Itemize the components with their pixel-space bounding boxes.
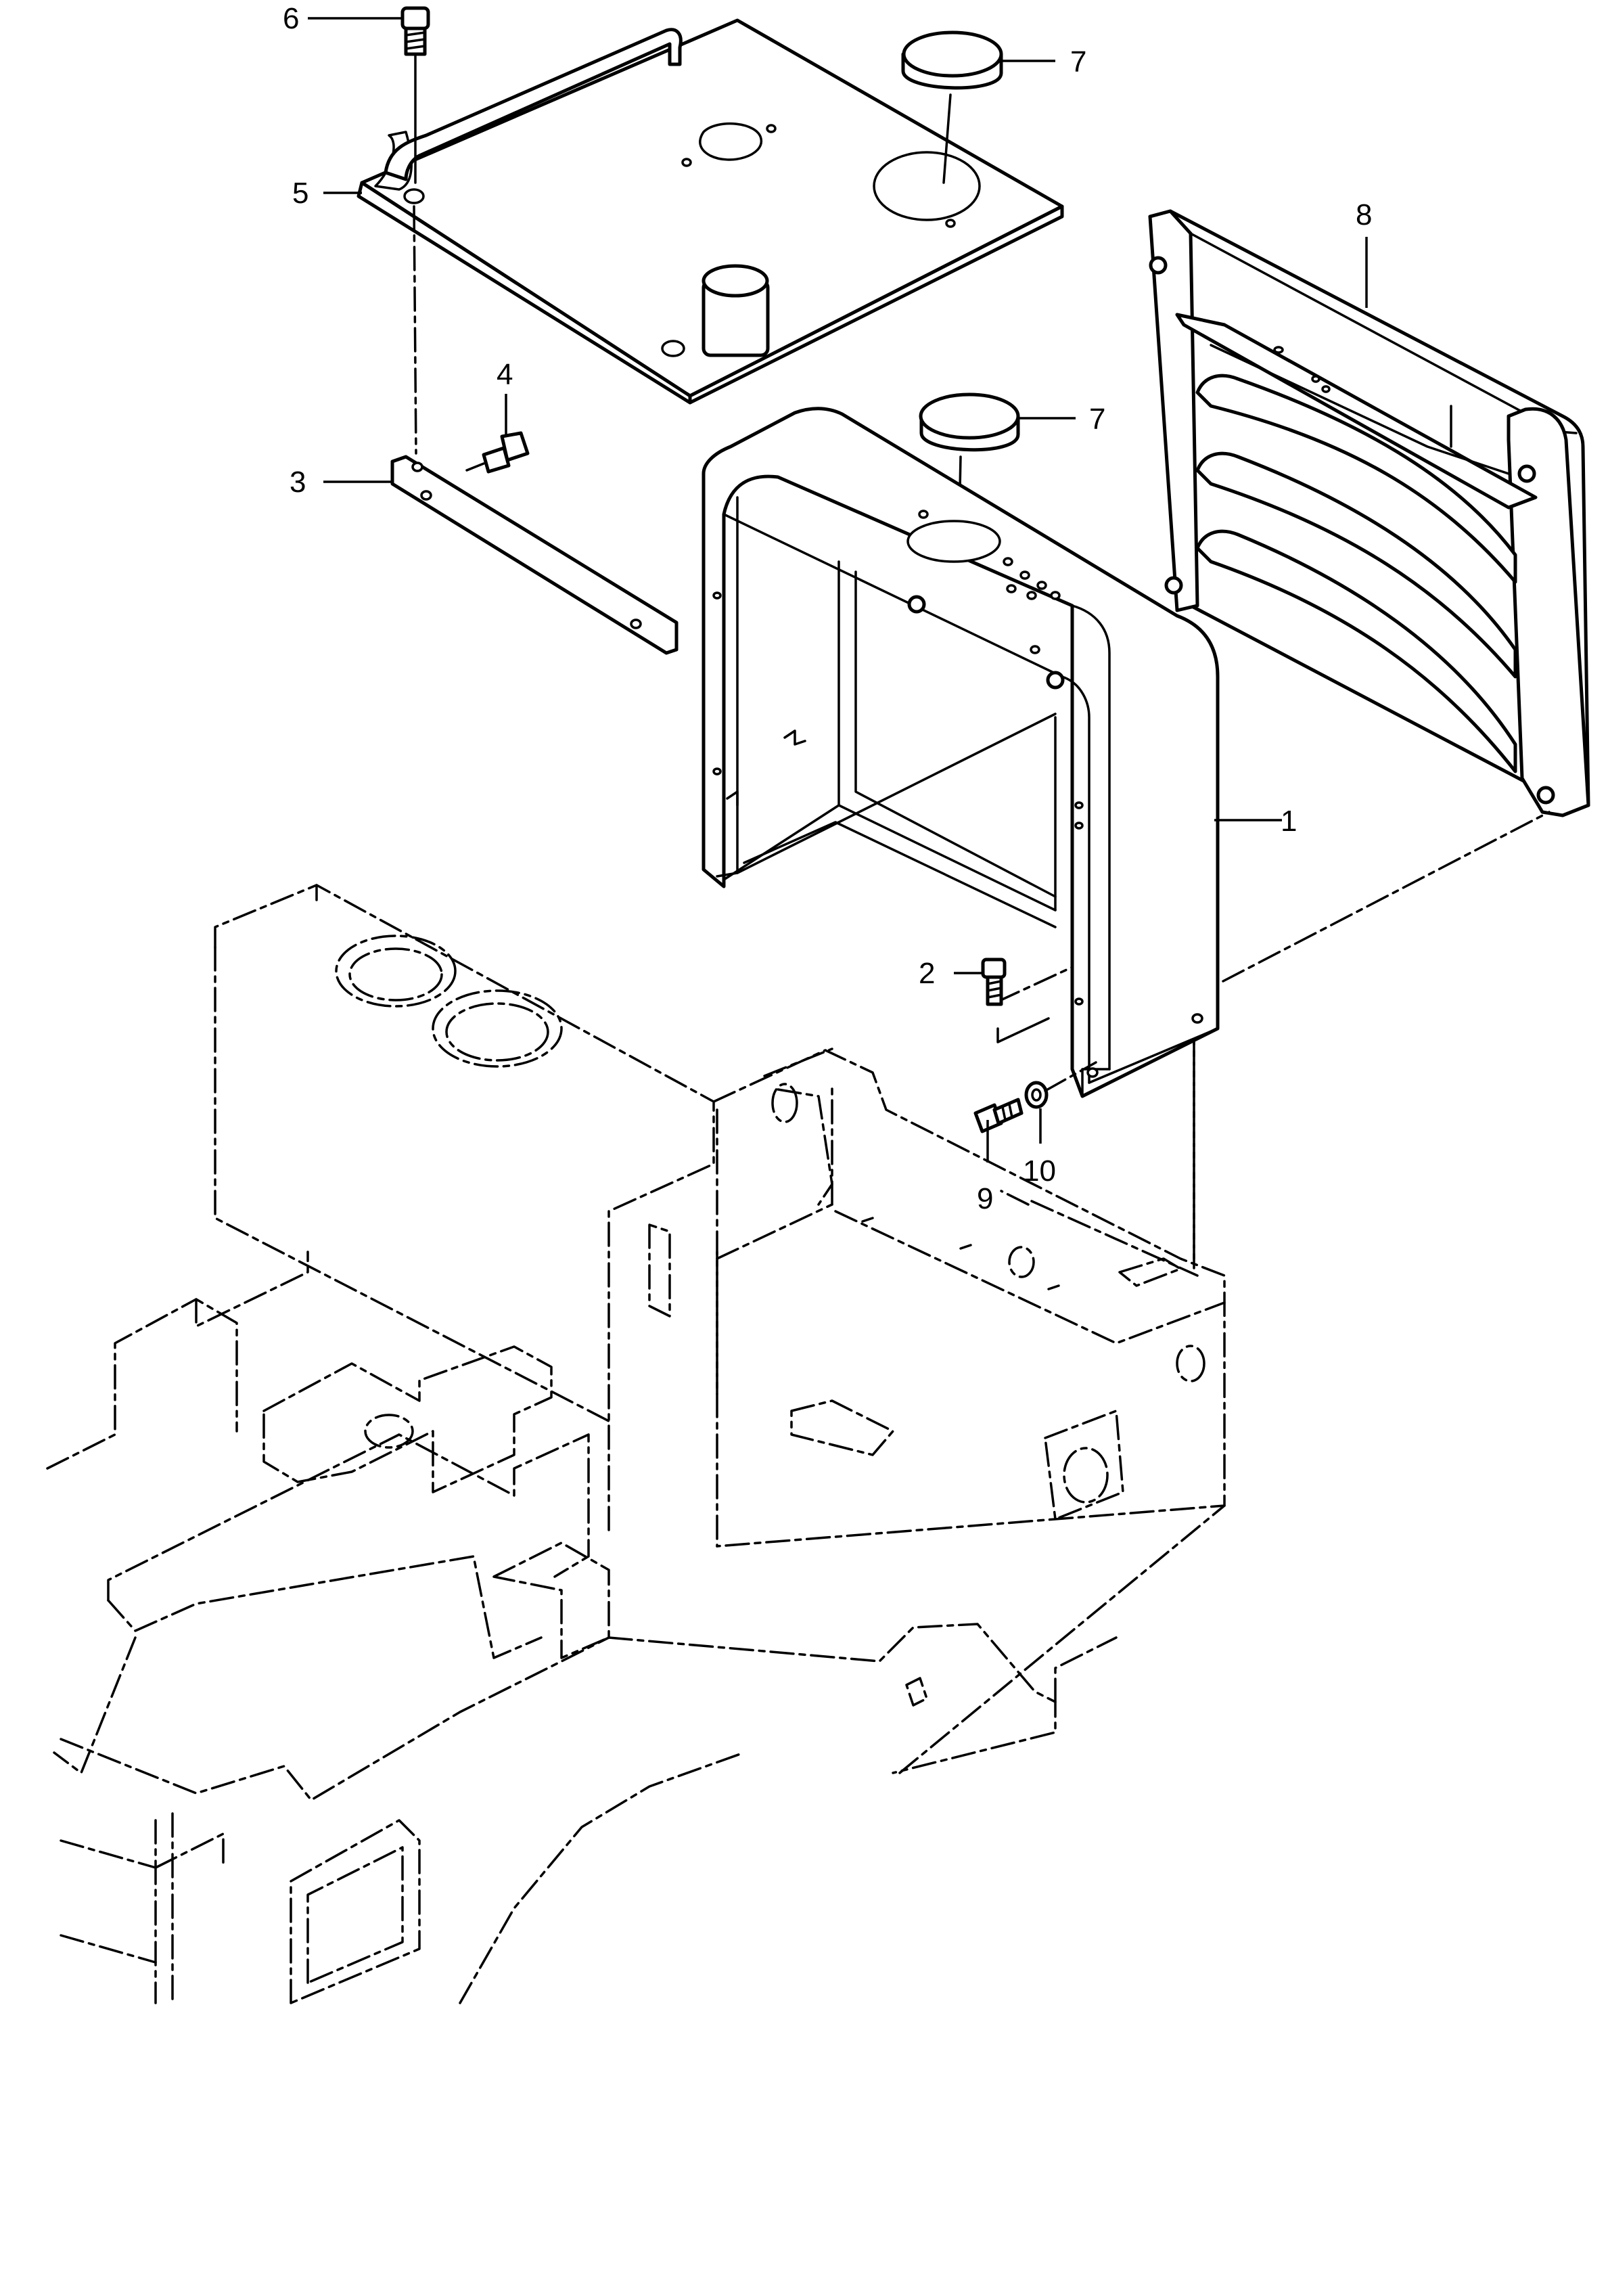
- bolt-part-9: [973, 1098, 1024, 1133]
- bracket-bar: [390, 455, 679, 655]
- machine-frame-phantom: [46, 884, 1226, 2004]
- callout-9: 9: [977, 1182, 993, 1215]
- callout-7-upper: 7: [1070, 45, 1086, 78]
- cap-part-7-lower: [919, 392, 1020, 522]
- callout-8: 8: [1356, 198, 1372, 231]
- top-cover-plate: [357, 18, 1064, 405]
- guard-grille-part-8: [1148, 209, 1590, 817]
- callout-2: 2: [919, 957, 935, 990]
- callout-5: 5: [292, 177, 308, 210]
- callout-3: 3: [290, 466, 306, 499]
- hood-frame-part-1: [702, 407, 1220, 1098]
- callout-4: 4: [497, 358, 513, 391]
- cap-part-7-upper: [901, 30, 1003, 184]
- callout-6: 6: [283, 2, 299, 35]
- assembly-center-lines: [413, 205, 1550, 1274]
- callout-7-lower: 7: [1089, 403, 1105, 436]
- callout-1: 1: [1281, 805, 1297, 838]
- leader-lines: [308, 17, 1368, 1163]
- callout-labels: 1 2 3 4 5 6 7 7 8 9 10: [283, 2, 1372, 1215]
- washer-part-10: [1024, 1081, 1049, 1109]
- bolt-part-4: [465, 431, 530, 474]
- callout-10: 10: [1023, 1154, 1056, 1188]
- bolt-part-2: [981, 958, 1050, 1043]
